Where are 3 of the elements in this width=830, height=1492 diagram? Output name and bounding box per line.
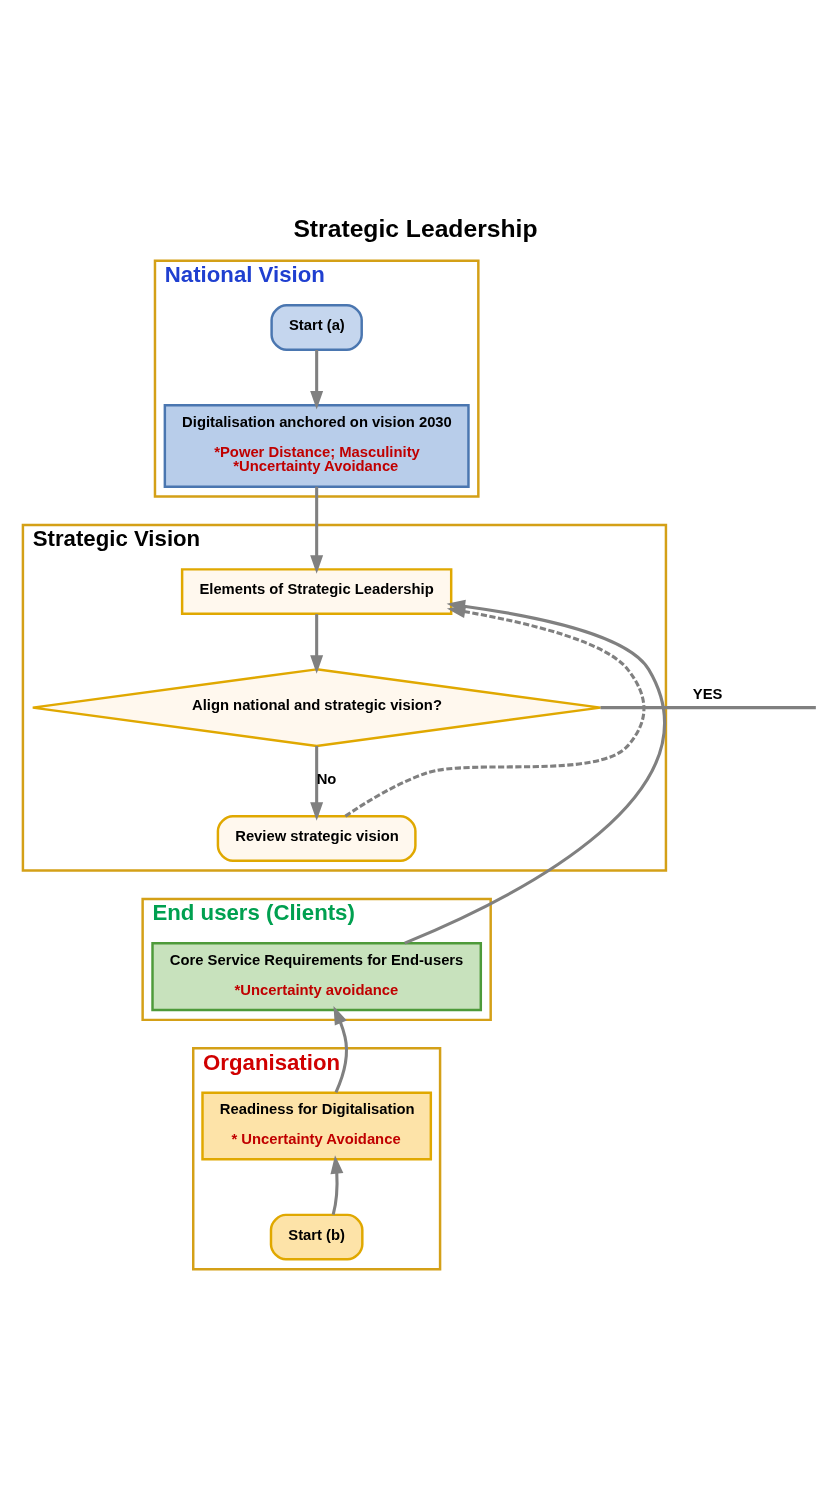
diagram-title: Strategic Leadership [293,214,538,242]
edge-label: YES [692,684,723,701]
edge-label: No [316,770,337,787]
